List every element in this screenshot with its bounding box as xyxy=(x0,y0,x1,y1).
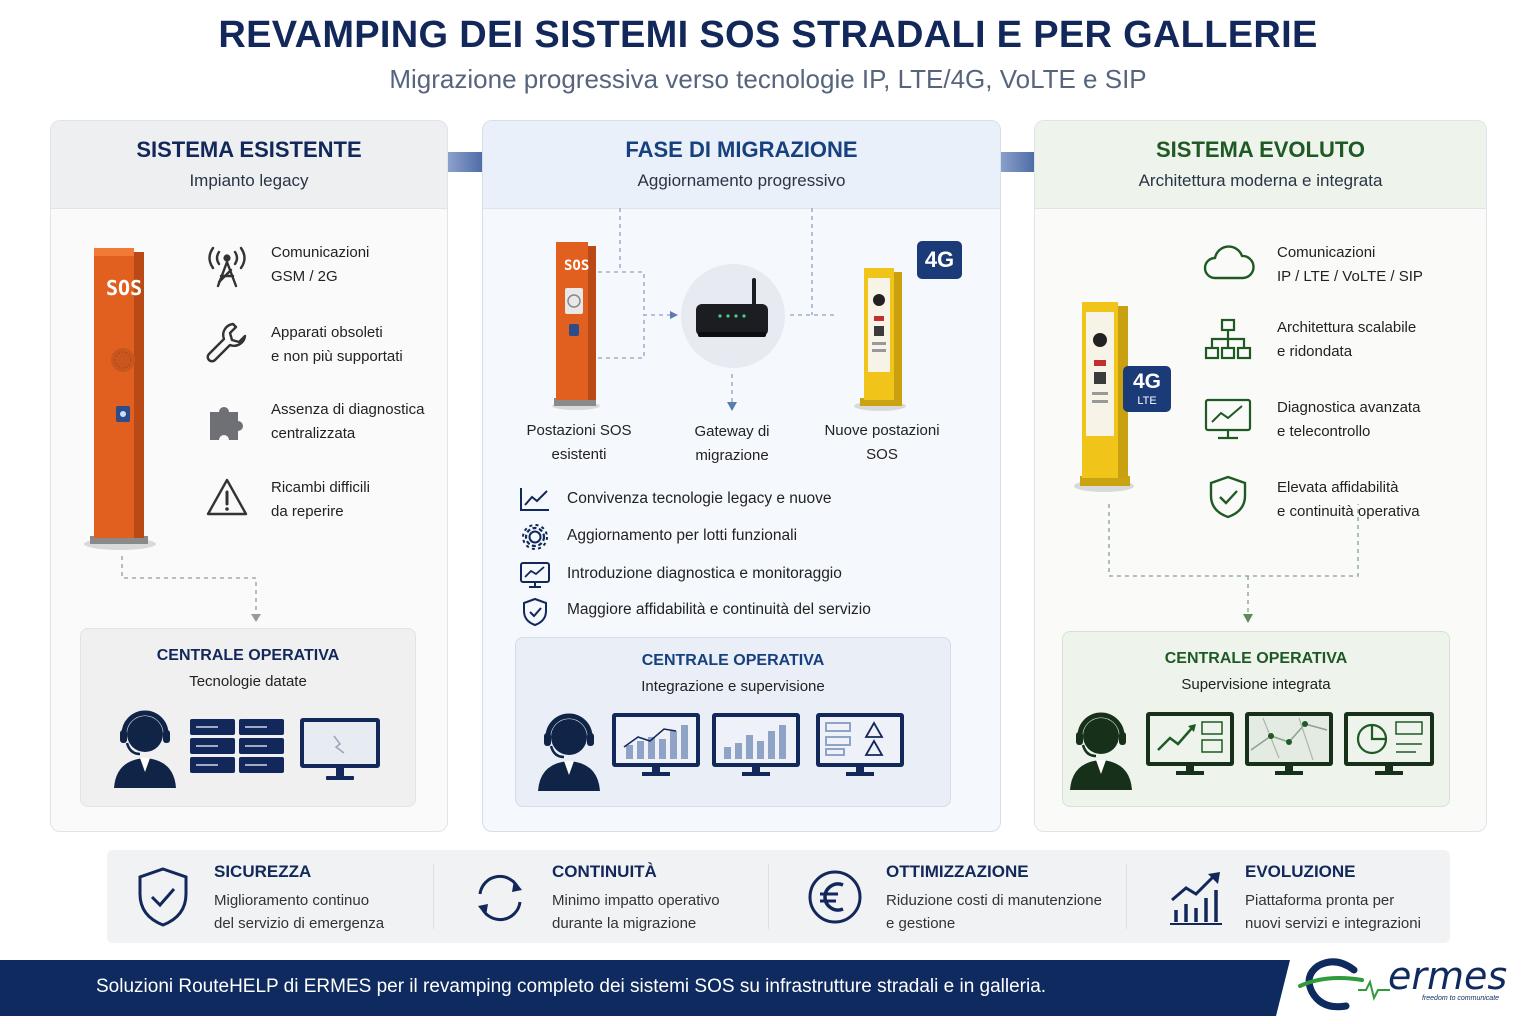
benefit-text-4: Piattaforma pronta per nuovi servizi e i… xyxy=(1245,892,1421,932)
migration-item-1: Convivenza tecnologie legacy e nuove xyxy=(567,490,832,507)
shield-check-icon xyxy=(523,597,547,627)
benefit-text-1: Miglioramento continuo del servizio di e… xyxy=(214,892,385,932)
network-icon xyxy=(1204,318,1252,360)
evolved-system-title: SISTEMA EVOLUTO xyxy=(1155,137,1366,162)
existing-feature-1: Comunicazioni GSM / 2G xyxy=(271,244,370,285)
benefit-title-3: OTTIMIZZAZIONE xyxy=(886,862,1029,881)
benefit-text-2: Minimo impatto operativo durante la migr… xyxy=(552,892,720,932)
node-label-new: Nuove postazioni SOS xyxy=(824,422,940,463)
monitor-map-icon xyxy=(1245,712,1333,775)
monitor-pie-icon xyxy=(1344,712,1434,775)
existing-feature-4: Ricambi difficili da reperire xyxy=(271,479,370,520)
page-title: REVAMPING DEI SISTEMI SOS STRADALI E PER… xyxy=(218,14,1318,56)
operator-icon xyxy=(1070,712,1132,790)
node-label-existing: Postazioni SOS esistenti xyxy=(526,422,632,463)
cloud-icon xyxy=(1203,245,1255,280)
footer-bar xyxy=(0,960,1290,1016)
divider xyxy=(1126,864,1127,929)
migration-connectors xyxy=(590,208,834,411)
page-subtitle: Migrazione progressiva verso tecnologie … xyxy=(389,64,1147,94)
evolved-feature-2: Architettura scalabile e ridondata xyxy=(1277,319,1417,360)
connector-line xyxy=(121,556,261,622)
ermes-logo-mark xyxy=(1298,958,1390,1011)
refresh-icon xyxy=(478,874,522,922)
logo-tagline: freedom to communicate xyxy=(1422,995,1500,1002)
benefit-title-4: EVOLUZIONE xyxy=(1245,862,1356,881)
node-label-gateway: Gateway di migrazione xyxy=(694,423,770,464)
existing-system-header: SISTEMA ESISTENTE Impianto legacy xyxy=(51,121,447,209)
monitor-broken-icon xyxy=(300,718,380,780)
operator-icon xyxy=(538,713,600,791)
sos-column-new xyxy=(854,268,906,411)
monitor-chart-icon xyxy=(520,562,550,588)
footer-text: Soluzioni RouteHELP di ERMES per il reva… xyxy=(96,976,1047,997)
migration-subtitle: Aggiornamento progressivo xyxy=(637,171,846,190)
migration-title: FASE DI MIGRAZIONE xyxy=(625,137,858,162)
migration-header: FASE DI MIGRAZIONE Aggiornamento progres… xyxy=(483,121,1000,209)
monitor-bars-icon xyxy=(712,713,800,776)
monitor-alerts-icon xyxy=(816,713,904,776)
sos-column-legacy xyxy=(84,248,156,550)
servers-icon xyxy=(190,719,284,773)
benefit-title-1: SICUREZZA xyxy=(214,862,312,881)
connector-line xyxy=(1108,504,1359,623)
puzzle-icon xyxy=(210,406,243,440)
sos-column-existing xyxy=(552,242,600,410)
sos-label: SOS xyxy=(106,276,143,300)
shield-check-icon xyxy=(138,867,188,927)
trend-chart-icon xyxy=(520,488,549,511)
migration-item-4: Maggiore affidabilità e continuità del s… xyxy=(567,601,871,618)
benefit-title-2: CONTINUITÀ xyxy=(552,862,657,881)
gear-icon xyxy=(522,524,548,550)
existing-system-title: SISTEMA ESISTENTE xyxy=(136,137,362,162)
4g-lte-badge: 4G LTE xyxy=(1123,366,1171,412)
evolved-feature-1: Comunicazioni IP / LTE / VoLTE / SIP xyxy=(1277,244,1423,285)
monitor-chart-icon xyxy=(1146,712,1234,775)
operator-icon xyxy=(114,710,176,788)
migration-item-3: Introduzione diagnostica e monitoraggio xyxy=(567,565,842,582)
shield-check-icon xyxy=(1209,475,1247,519)
benefit-text-3: Riduzione costi di manutenzione e gestio… xyxy=(886,892,1102,932)
migration-item-2: Aggiornamento per lotti funzionali xyxy=(567,527,798,544)
existing-feature-2: Apparati obsoleti e non più supportati xyxy=(271,324,403,365)
4g-badge: 4G xyxy=(917,241,962,279)
antenna-icon xyxy=(208,246,246,288)
gateway-router-icon xyxy=(681,264,785,368)
euro-icon xyxy=(808,870,862,924)
benefits-bar xyxy=(107,850,1450,943)
evolved-feature-3: Diagnostica avanzata e telecontrollo xyxy=(1277,399,1421,440)
evolved-feature-4: Elevata affidabilità e continuità operat… xyxy=(1277,479,1420,520)
evolved-system-header: SISTEMA EVOLUTO Architettura moderna e i… xyxy=(1035,121,1486,209)
sos-label: SOS xyxy=(564,258,590,274)
divider xyxy=(433,864,434,929)
monitor-chart-icon xyxy=(1204,398,1252,440)
existing-system-subtitle: Impianto legacy xyxy=(189,171,309,190)
divider xyxy=(768,864,769,929)
monitor-chart-icon xyxy=(612,713,700,776)
existing-feature-3: Assenza di diagnostica centralizzata xyxy=(271,401,425,442)
growth-chart-icon xyxy=(1170,872,1222,925)
ermes-logo: ermes xyxy=(1388,954,1508,998)
warning-icon xyxy=(206,478,248,516)
wrench-icon xyxy=(206,322,247,363)
evolved-system-subtitle: Architettura moderna e integrata xyxy=(1138,171,1383,190)
